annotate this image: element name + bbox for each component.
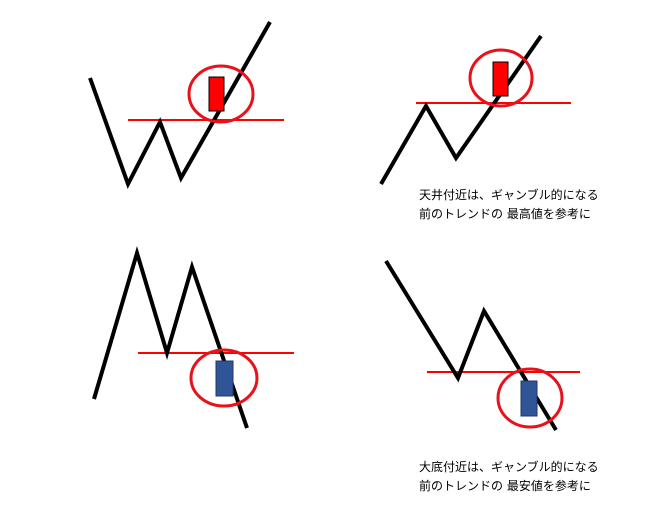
panel-bottom-right-breakdown bbox=[384, 259, 580, 432]
caption-bottom-trough: 大底付近は、ギャンブル的になる 前のトレンドの 最安値を参考に bbox=[419, 458, 599, 496]
price-line bbox=[88, 21, 272, 190]
caption-top-peak: 天井付近は、ギャンブル的になる 前のトレンドの 最高値を参考に bbox=[419, 186, 599, 224]
price-line bbox=[92, 245, 249, 429]
highlight-circle bbox=[468, 48, 534, 108]
bearish-candle bbox=[520, 380, 538, 417]
caption-top-line1: 天井付近は、ギャンブル的になる bbox=[419, 188, 599, 202]
highlight-circle bbox=[189, 348, 259, 408]
caption-bottom-line2: 前のトレンドの 最安値を参考に bbox=[419, 479, 591, 493]
caption-top-line2: 前のトレンドの 最高値を参考に bbox=[419, 207, 591, 221]
panel-top-left-breakout bbox=[88, 21, 284, 190]
highlight-circle bbox=[496, 367, 564, 429]
caption-bottom-line1: 大底付近は、ギャンブル的になる bbox=[419, 460, 599, 474]
bullish-candle bbox=[492, 61, 509, 97]
highlight-circle bbox=[187, 64, 255, 124]
panel-top-right-breakout bbox=[379, 34, 571, 185]
price-line bbox=[379, 34, 543, 185]
bullish-candle bbox=[208, 76, 225, 112]
bearish-candle bbox=[215, 360, 234, 397]
panel-bottom-left-breakdown bbox=[92, 245, 294, 429]
